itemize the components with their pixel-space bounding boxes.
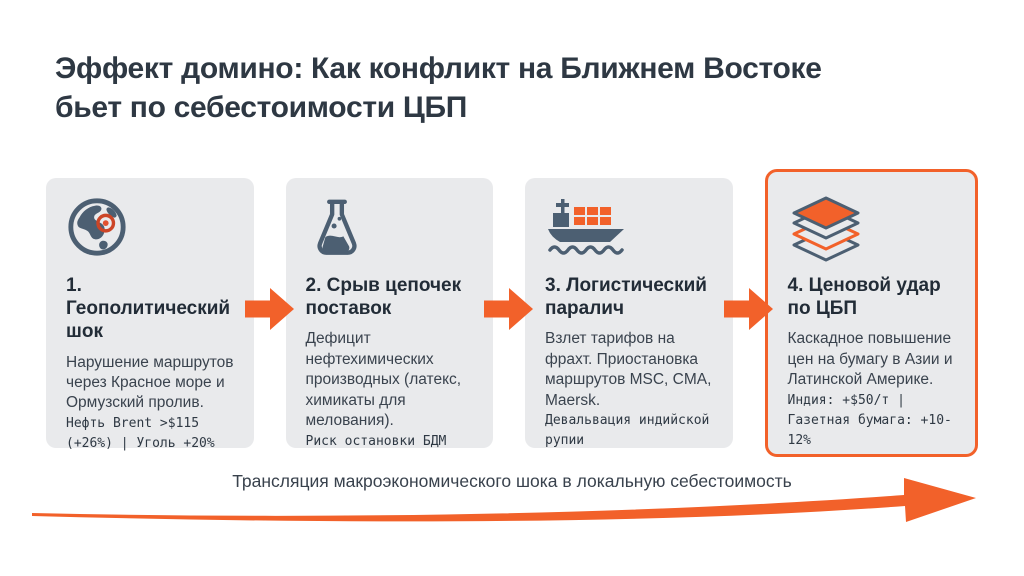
card-stat: Девальвация индийской рупии	[545, 413, 710, 449]
card-stat: Риск остановки БДМ	[305, 433, 447, 449]
footer-label: Трансляция макроэкономического шока в ло…	[232, 471, 792, 491]
card-stat: Нефть Brent >$115 (+26%) | Уголь +20%	[66, 415, 215, 452]
card-title: 1. Геополитический шок	[66, 275, 231, 343]
card-body: Нарушение маршрутов через Красное море и…	[66, 353, 234, 412]
card-supply-chain-disruption: 2. Срыв цепочек поставок Дефицит нефтехи…	[285, 178, 493, 449]
card-title: 3. Логистический паралич	[545, 275, 707, 320]
card-body: Каскадное повышение цен на бумагу в Азии…	[787, 330, 953, 389]
globe-icon	[66, 196, 235, 262]
flask-icon	[306, 196, 475, 262]
card-price-impact-pulp-paper: 4. Ценовой удар по ЦБП Каскадное повышен…	[764, 169, 978, 457]
trend-arrow-icon	[30, 468, 978, 532]
card-body: Дефицит нефтехимических производных (лат…	[305, 330, 462, 430]
arrow-right-icon	[244, 287, 295, 331]
ship-icon	[545, 196, 714, 262]
process-cards-row: 1. Геополитический шок Нарушение маршрут…	[46, 169, 978, 457]
arrow-right-icon	[723, 287, 774, 331]
layers-icon	[788, 196, 957, 262]
card-logistics-paralysis: 3. Логистический паралич Взлет тарифов н…	[525, 178, 733, 448]
card-body: Взлет тарифов на фрахт. Приостановка мар…	[545, 330, 712, 409]
card-geopolitical-shock: 1. Геополитический шок Нарушение маршрут…	[46, 178, 254, 451]
card-title: 4. Ценовой удар по ЦБП	[787, 275, 941, 320]
card-title: 2. Срыв цепочек поставок	[305, 275, 462, 320]
card-stat: Индия: +$50/т | Газет­ная бумага: +10-12…	[787, 392, 952, 448]
page-title: Эффект домино: Как конфликт на Ближнем В…	[55, 52, 822, 124]
arrow-right-icon	[484, 287, 534, 331]
